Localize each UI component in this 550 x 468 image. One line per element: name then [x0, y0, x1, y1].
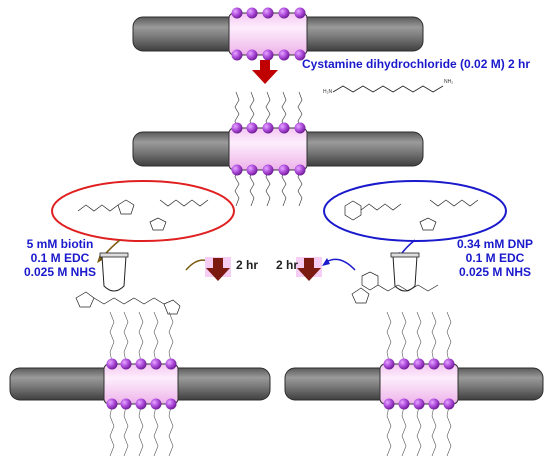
right-reagent-1: 0.34 mM DNP [456, 237, 534, 251]
biotin-nhs-structure [75, 291, 181, 315]
right-reagents-label: 0.34 mM DNP 0.1 M EDC 0.025 M NHS [445, 237, 545, 279]
nanorod-bottom-right [284, 311, 544, 457]
thiol-chains-bottom [234, 169, 303, 207]
beads-bottom-row [231, 49, 306, 61]
time-arrow-right-curve [322, 258, 356, 271]
biotin-chains-top [109, 311, 174, 363]
dnp-nhs-structure [351, 271, 439, 304]
left-reagent-3: 0.025 M NHS [23, 265, 97, 279]
dnp-chains-bottom [386, 405, 452, 457]
time-arrow-left [205, 257, 231, 281]
time-left-label: 2 hr [236, 258, 259, 272]
beads-mid-top [231, 122, 306, 134]
dnp-ellipse [323, 180, 507, 242]
thiol-chains-top [234, 91, 303, 129]
amine-right-label: NH₂ [444, 79, 454, 85]
time-arrow-right [296, 257, 322, 281]
tube-left [99, 252, 129, 292]
nanorod-middle [132, 91, 424, 207]
dnp-chains-top [386, 311, 452, 363]
step1-label: Cystamine dihydrochloride (0.02 M) 2 hr [302, 57, 531, 71]
step-arrow [252, 60, 278, 84]
left-reagents-label: 5 mM biotin 0.1 M EDC 0.025 M NHS [20, 237, 100, 279]
nanorod-top [132, 7, 424, 61]
biotin-chains-bottom [109, 405, 174, 457]
left-reagent-2: 0.1 M EDC [30, 251, 90, 265]
beads-mid-bottom [231, 164, 306, 176]
biotin-ellipse [51, 180, 235, 242]
beads-top-row [231, 7, 306, 19]
tube-right [390, 252, 420, 292]
left-reagent-1: 5 mM biotin [26, 237, 94, 251]
amine-left-label: H₂N [323, 89, 333, 95]
right-reagent-3: 0.025 M NHS [458, 265, 532, 279]
right-reagent-2: 0.1 M EDC [465, 251, 525, 265]
nanorod-bottom-left [9, 311, 271, 457]
cystamine-structure [332, 85, 444, 93]
time-right-label: 2 hr [276, 258, 299, 272]
